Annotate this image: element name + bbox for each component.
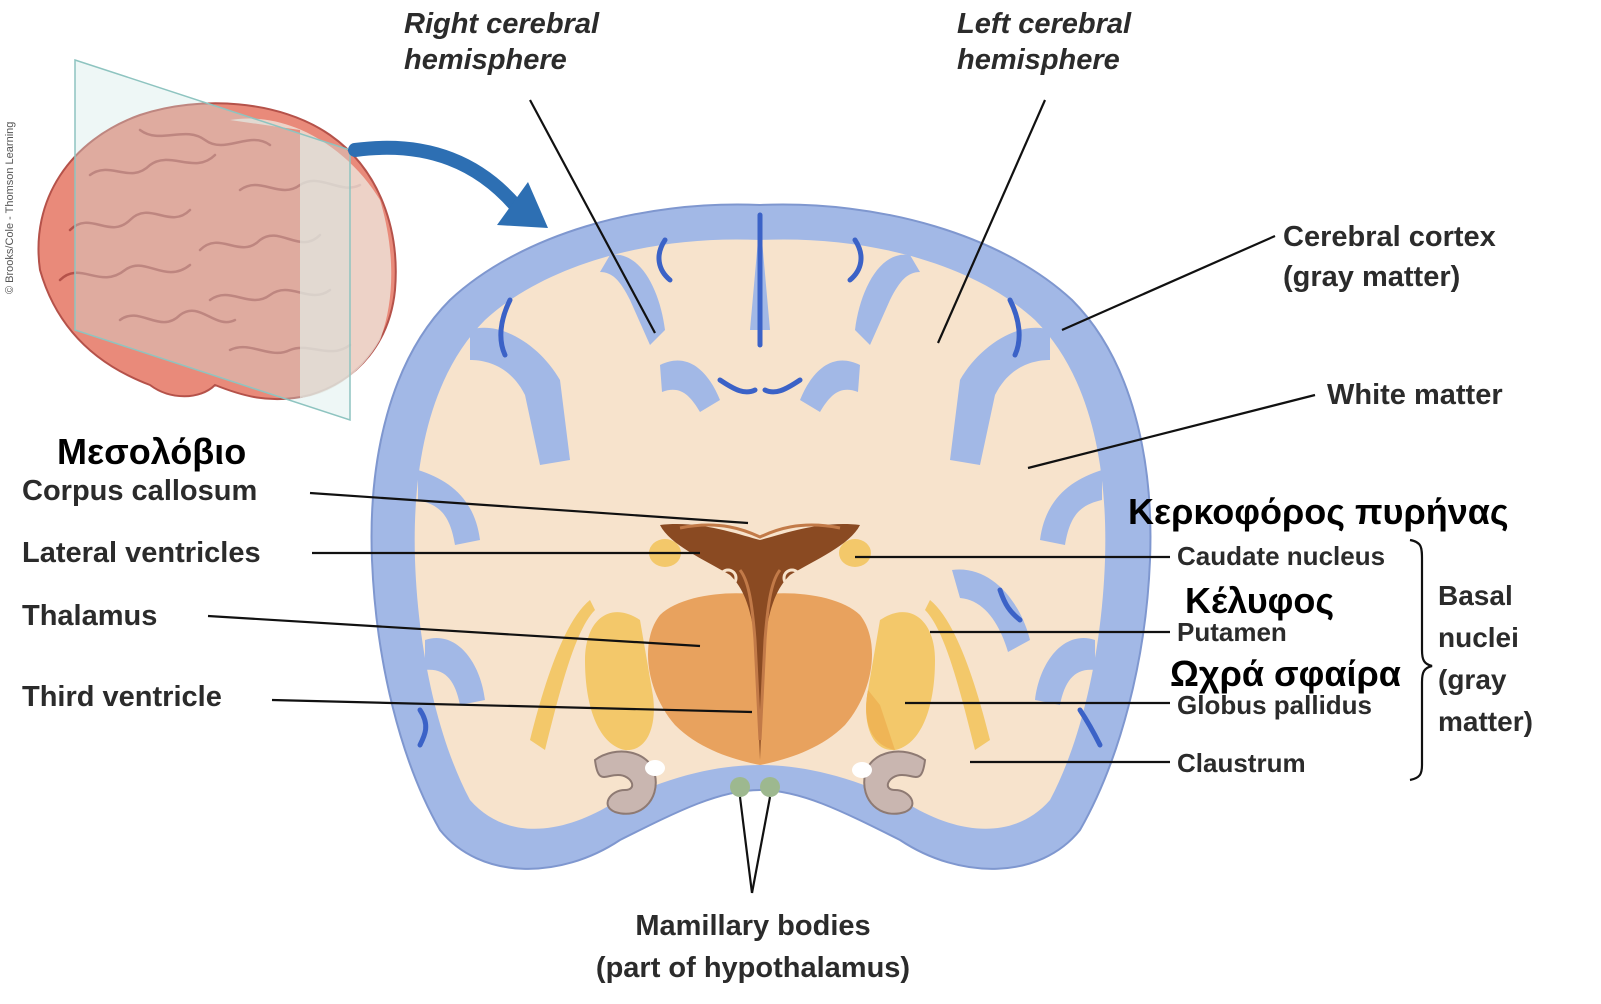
label-cerebral-cortex: Cerebral cortex (gray matter) xyxy=(1283,217,1496,297)
label-lateral-ventricles: Lateral ventricles xyxy=(22,536,261,570)
coronal-section xyxy=(372,205,1151,869)
label-claustrum: Claustrum xyxy=(1177,746,1306,780)
label-corpus-callosum: Corpus callosum xyxy=(22,474,257,508)
copyright-credit: © Brooks/Cole - Thomson Learning xyxy=(4,122,16,294)
label-right-cerebral-hemisphere: Right cerebral hemisphere xyxy=(404,6,599,78)
temporal-horn-right xyxy=(645,760,665,776)
greek-label-corpus-callosum: Μεσολόβιο xyxy=(57,432,246,472)
greek-label-caudate-nucleus: Κερκοφόρος πυρήνας xyxy=(1128,492,1509,532)
label-third-ventricle: Third ventricle xyxy=(22,680,222,714)
label-mamillary-bodies: Mamillary bodies (part of hypothalamus) xyxy=(568,905,938,989)
whole-brain-illustration xyxy=(38,60,395,420)
greek-label-globus-pallidus: Ωχρά σφαίρα xyxy=(1170,654,1401,694)
label-thalamus: Thalamus xyxy=(22,599,157,633)
label-left-cerebral-hemisphere: Left cerebral hemisphere xyxy=(957,6,1131,78)
mamillary-body-right xyxy=(760,777,780,797)
label-white-matter: White matter xyxy=(1327,378,1503,412)
basal-nuclei-bracket xyxy=(1410,540,1432,780)
label-caudate-nucleus: Caudate nucleus xyxy=(1177,539,1385,573)
mamillary-body-left xyxy=(730,777,750,797)
caudate-nucleus xyxy=(839,539,871,567)
temporal-horn-left xyxy=(852,762,872,778)
greek-label-putamen: Κέλυφος xyxy=(1185,581,1334,621)
label-basal-nuclei: Basal nuclei (gray matter) xyxy=(1438,575,1533,743)
